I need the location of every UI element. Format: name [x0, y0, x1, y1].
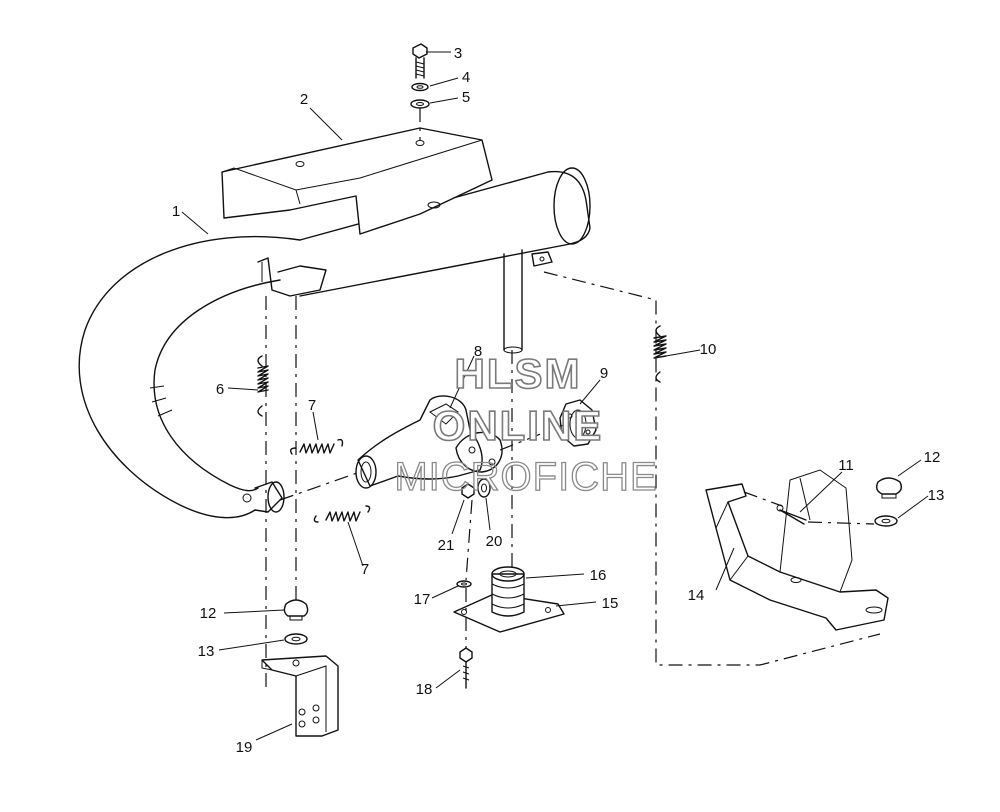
part-washer-13-right [874, 515, 898, 527]
part-cotter-pin [776, 504, 807, 525]
callout-12-right: 12 [924, 449, 941, 466]
part-rear-bracket [705, 469, 889, 631]
part-exhaust-gasket [559, 399, 597, 447]
watermark-line-online: ONLINE [433, 402, 604, 449]
callout-3: 3 [454, 45, 462, 62]
callout-8: 8 [474, 343, 482, 360]
callout-13-left: 13 [198, 643, 215, 660]
part-washer-20 [477, 478, 491, 498]
part-washer-17 [456, 580, 472, 588]
callout-21: 21 [438, 537, 455, 554]
callout-14: 14 [688, 587, 705, 604]
assembly-center-lines [265, 108, 881, 690]
part-grommet-12-left [283, 599, 309, 621]
part-stud-18 [459, 647, 473, 689]
callout-18: 18 [416, 681, 433, 698]
callout-19: 19 [236, 739, 253, 756]
callout-10: 10 [700, 341, 717, 358]
part-muffler-exhaust-pipe [78, 167, 591, 519]
callout-17: 17 [414, 591, 431, 608]
callout-11: 11 [838, 457, 854, 474]
callout-9: 9 [600, 365, 608, 382]
part-spring-7-upper [289, 438, 344, 455]
part-exhaust-manifold [355, 395, 503, 489]
callout-13-right: 13 [928, 487, 945, 504]
part-spring-7-lower [313, 505, 371, 523]
callout-16: 16 [590, 567, 607, 584]
part-nut-21 [461, 483, 475, 499]
callout-7-upper: 7 [308, 397, 316, 414]
part-heat-shield [221, 127, 493, 235]
watermark-line-hlsm: HLSM [455, 350, 582, 397]
callout-4: 4 [462, 69, 470, 86]
callout-6: 6 [216, 381, 224, 398]
watermark: HLSM ONLINE MICROFICHE [394, 349, 658, 499]
part-front-bracket [261, 655, 339, 737]
callout-20: 20 [486, 533, 503, 550]
callout-2: 2 [300, 91, 308, 108]
callout-15: 15 [602, 595, 619, 612]
callout-numbers: 1 2 3 4 5 6 7 7 8 9 10 11 12 12 13 13 14… [172, 45, 945, 756]
part-grommet-12-right [875, 477, 903, 499]
callout-7-lower: 7 [361, 561, 369, 578]
callout-5: 5 [462, 89, 470, 106]
watermark-line-microfiche: MICROFICHE [394, 455, 657, 499]
callout-1: 1 [172, 203, 180, 220]
part-washer-13-left [284, 633, 308, 645]
callout-leader-lines [181, 51, 929, 741]
part-rubber-isolator [491, 566, 525, 617]
part-bolt-washer-stack [410, 43, 430, 109]
callout-12-left: 12 [200, 605, 217, 622]
